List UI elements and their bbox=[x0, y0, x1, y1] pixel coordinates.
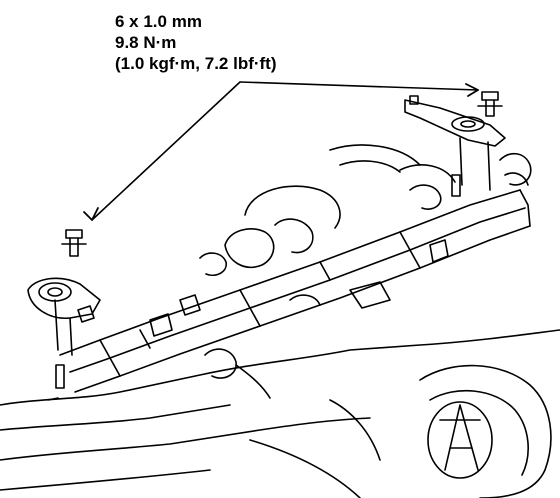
engine-components bbox=[179, 144, 456, 399]
torque-alt-label: (1.0 kgf·m, 7.2 lbf·ft) bbox=[115, 54, 277, 73]
frame-outline bbox=[0, 329, 560, 498]
left-mount-bracket bbox=[27, 277, 101, 356]
torque-nm-label: 9.8 N·m bbox=[115, 33, 177, 52]
fan-shroud bbox=[419, 364, 552, 498]
radiator-upper-bracket bbox=[59, 189, 531, 393]
left-stud-pin bbox=[47, 364, 65, 401]
right-mount-bracket bbox=[404, 95, 506, 191]
right-bolt-icon bbox=[477, 91, 503, 117]
leader-lines bbox=[83, 81, 479, 221]
bolt-size-label: 6 x 1.0 mm bbox=[115, 12, 202, 31]
left-bolt-icon bbox=[61, 229, 87, 257]
right-hose bbox=[499, 152, 532, 186]
right-stud-pin bbox=[451, 174, 461, 197]
